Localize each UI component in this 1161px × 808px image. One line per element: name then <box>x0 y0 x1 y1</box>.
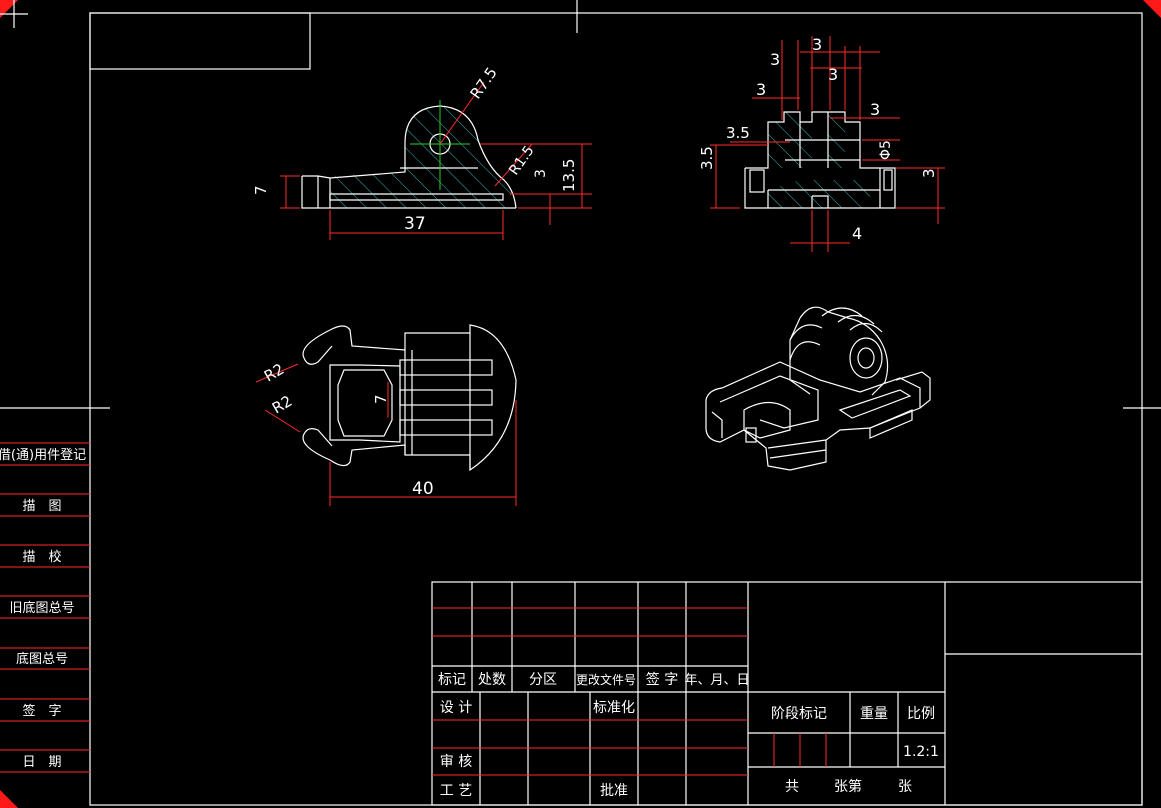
side-dim-3-a: 3 <box>812 35 822 54</box>
front-dim-7: 7 <box>252 185 270 195</box>
top-dim-7: 7 <box>372 394 390 404</box>
title-block-grid <box>431 581 1143 806</box>
isometric-view <box>705 306 931 471</box>
side-dim-4: 4 <box>852 224 862 243</box>
side-dim-3-right-top: 3 <box>870 100 880 119</box>
top-radius-r2-bottom: R2 <box>269 392 295 418</box>
tb-sheet-total: 共 <box>785 779 799 795</box>
front-dim-13-5: 13.5 <box>560 159 578 192</box>
left-registration-table <box>0 442 90 773</box>
left-row-base-number: 底图总号 <box>16 651 68 667</box>
tb-approve: 批准 <box>600 783 628 799</box>
tb-stage-mark: 阶段标记 <box>771 706 827 722</box>
tb-header-mark: 标记 <box>438 672 466 688</box>
front-radius-r75: R7.5 <box>467 64 501 102</box>
top-radius-r2-top: R2 <box>261 360 287 386</box>
corner-marker-top-left <box>0 0 18 18</box>
left-row-old-base-number: 旧底图总号 <box>9 600 74 616</box>
corner-marker-bottom-left <box>0 790 18 808</box>
tb-header-zone: 分区 <box>529 672 557 688</box>
tb-scale-label: 比例 <box>907 706 935 722</box>
side-dim-3-d: 3 <box>756 80 766 99</box>
front-dim-37: 37 <box>404 214 426 234</box>
tb-design: 设 计 <box>440 700 472 716</box>
left-row-tracing: 描 图 <box>22 499 61 514</box>
top-view <box>255 324 517 506</box>
tb-header-change-doc: 更改文件号 <box>576 672 636 687</box>
left-row-borrow-register: 借(通)用件登记 <box>0 448 86 463</box>
front-dim-3: 3 <box>533 169 549 178</box>
side-dim-3-5-left: 3.5 <box>698 146 716 170</box>
tb-header-count: 处数 <box>478 672 506 688</box>
tb-sheet-end: 张 <box>898 779 912 795</box>
left-row-signature: 签 字 <box>22 703 61 719</box>
side-dim-3-right: 3 <box>920 168 938 178</box>
tb-weight: 重量 <box>860 706 888 722</box>
left-row-date: 日 期 <box>22 755 61 770</box>
top-dim-40: 40 <box>412 479 434 499</box>
tb-process: 工 艺 <box>440 783 472 799</box>
left-row-trace-check: 描 校 <box>22 549 61 565</box>
side-dim-dia5: Φ5 <box>878 140 894 160</box>
side-dim-3-c: 3 <box>828 65 838 84</box>
tb-header-signature: 签 字 <box>646 671 678 688</box>
tb-sheet-number: 张第 <box>834 778 862 795</box>
tb-standardize: 标准化 <box>593 700 635 716</box>
tb-scale-value: 1.2:1 <box>903 744 939 760</box>
corner-marker-top-right <box>1143 0 1161 18</box>
side-dim-3-5-top: 3.5 <box>726 124 750 142</box>
side-dim-3-b: 3 <box>770 50 780 69</box>
tb-header-date: 年、月、日 <box>684 673 749 688</box>
tb-review: 审 核 <box>440 754 472 770</box>
side-view <box>710 36 945 252</box>
front-view <box>280 81 592 240</box>
